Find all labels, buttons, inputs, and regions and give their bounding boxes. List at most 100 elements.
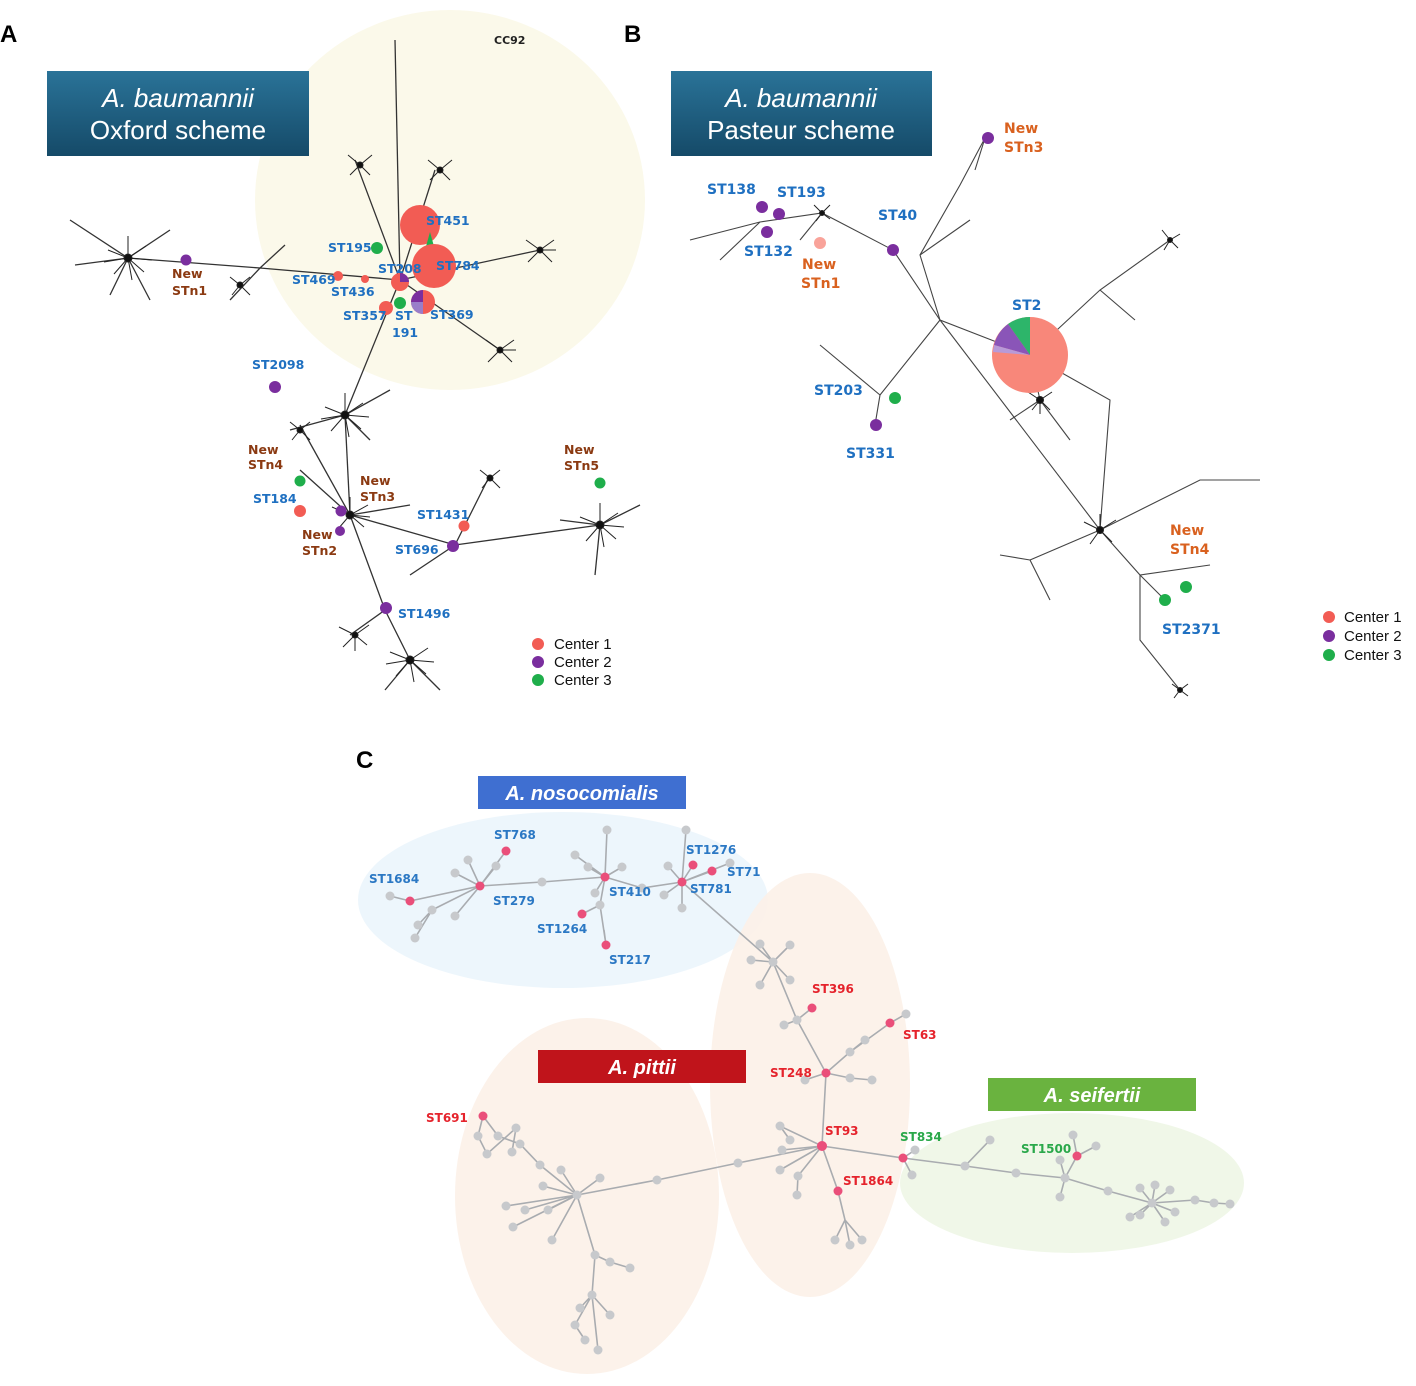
label-new2-b: STn2 [302,543,337,558]
label-st451: ST451 [426,213,470,228]
node-st191 [394,297,406,309]
node-st40 [887,244,899,256]
region-pittii-left [455,1018,719,1374]
legend-a-center3-swatch [532,674,544,686]
label-st217: ST217 [609,953,651,967]
node-st1496 [380,602,392,614]
region-pittii-right [710,873,910,1297]
node-st696 [447,540,459,552]
label-st63: ST63 [903,1028,937,1042]
node-st768 [501,846,511,856]
label-st768: ST768 [494,828,536,842]
node-new-stn1 [180,254,192,266]
node-st1431 [458,520,470,532]
label-st203: ST203 [814,383,863,399]
label-st696: ST696 [395,542,439,557]
panel-b-title-box: A. baumannii Pasteur scheme [671,71,932,156]
label-st248: ST248 [770,1066,812,1080]
title-seifertii: A. seifertii [1043,1085,1141,1107]
panel-a: A CC92 A. baumannii Oxford scheme [0,10,645,691]
panel-b-scheme: Pasteur scheme [707,115,895,145]
label-b-new3-b: STn3 [1004,140,1043,156]
node-st1500 [1072,1151,1082,1161]
node-st691 [478,1111,488,1121]
node-b-new-stn1 [814,237,826,249]
legend-a-center3: Center 3 [554,672,612,689]
node-st396 [807,1003,817,1013]
label-st396: ST396 [812,982,854,996]
label-st1276: ST1276 [686,843,736,857]
panel-a-scheme: Oxford scheme [90,115,266,145]
label-st331: ST331 [846,446,895,462]
panel-c-gray-nodes [385,825,1235,1355]
panel-b-label: B [624,21,641,48]
panel-b-network-edges [689,137,1260,691]
cc92-cluster-area [255,10,645,390]
node-st193 [773,208,785,220]
panel-c-label: C [356,747,373,774]
node-st2 [992,316,1068,393]
label-new1-a: New [172,266,203,281]
legend-b-center3: Center 3 [1344,647,1402,664]
legend-b-center1-swatch [1323,611,1335,623]
label-st93: ST93 [825,1124,859,1138]
legend-b-center2: Center 2 [1344,628,1402,645]
label-new2-a: New [302,527,333,542]
label-st691: ST691 [426,1111,468,1125]
label-st208: ST208 [378,261,422,276]
node-st781 [677,877,687,887]
label-new3-b: STn3 [360,489,395,504]
box-nosocomialis [478,776,686,809]
node-st195 [371,242,383,254]
label-st369: ST369 [430,307,474,322]
label-st784: ST784 [436,258,480,273]
region-seifertii [900,1113,1244,1253]
node-new-stn2 [335,526,345,536]
label-st1864: ST1864 [843,1174,893,1188]
label-st279: ST279 [493,894,535,908]
node-st248 [821,1068,831,1078]
node-b-new-stn3 [982,132,994,144]
panel-b-legend: Center 1 Center 2 Center 3 [1323,609,1402,664]
node-st331 [870,419,882,431]
legend-a-center2-swatch [532,656,544,668]
label-st132: ST132 [744,244,793,260]
node-st1276 [688,860,698,870]
title-nosocomialis: A. nosocomialis [504,783,658,805]
title-pittii: A. pittii [607,1057,676,1079]
label-new3-a: New [360,473,391,488]
node-st1864 [833,1186,843,1196]
node-st132 [761,226,773,238]
legend-a-center1: Center 1 [554,636,612,653]
panel-a-hubs [103,154,625,683]
label-st2: ST2 [1012,298,1041,314]
node-st279 [475,881,485,891]
label-st195: ST195 [328,240,372,255]
node-st357 [379,301,393,315]
label-st2371: ST2371 [1162,622,1221,638]
panel-b-labels: ST138 ST193 ST132 ST40 New STn1 New STn3… [707,121,1221,638]
panel-a-legend: Center 1 Center 2 Center 3 [532,636,612,689]
label-st184: ST184 [253,491,297,506]
panel-a-labels: ST451 ST195 ST784 ST208 ST469 ST436 ST35… [172,213,599,621]
label-st1684: ST1684 [369,872,419,886]
label-b-new4-b: STn4 [1170,542,1210,558]
legend-a-center2: Center 2 [554,654,612,671]
label-new4-b: STn4 [248,457,283,472]
panel-b-species: A. baumannii [723,83,878,113]
label-st193: ST193 [777,185,826,201]
label-new4-a: New [248,442,279,457]
label-st1496: ST1496 [398,606,451,621]
node-st834 [898,1153,908,1163]
node-new-stn5 [594,477,606,489]
legend-b-center3-swatch [1323,649,1335,661]
node-st784 [412,244,456,288]
label-st1431: ST1431 [417,507,469,522]
node-st93 [817,1141,827,1151]
label-b-new3-a: New [1004,121,1038,137]
panel-a-title-box: A. baumannii Oxford scheme [47,71,309,156]
box-pittii [538,1050,746,1083]
panel-c: C A. nosocomialis A. pittii A. seifertii [356,747,1244,1374]
legend-a-center1-swatch [532,638,544,650]
label-st469: ST469 [292,272,336,287]
